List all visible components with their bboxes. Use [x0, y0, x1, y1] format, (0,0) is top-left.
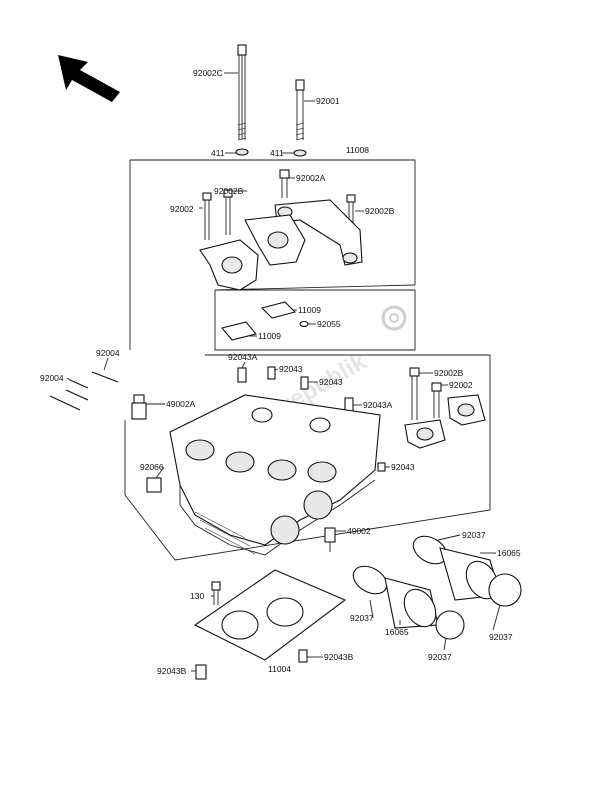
label-92002a-top: 92002A — [296, 173, 326, 183]
sensor-49002a — [131, 394, 147, 420]
cylinder-head-11001 — [169, 394, 381, 556]
head-gasket-11004 — [193, 569, 347, 661]
label-11004: 11004 — [268, 664, 291, 674]
label-92043-right: 92043 — [319, 377, 343, 387]
bolt-92002b-upper — [223, 189, 233, 235]
label-92002b-cap: 92002B — [434, 368, 464, 378]
head-assembly-frame — [124, 354, 491, 561]
label-92043a-left: 92043A — [228, 352, 258, 362]
leader-lines — [66, 72, 501, 672]
dowel-92043b-a — [298, 649, 308, 663]
bolt-92002a — [279, 169, 290, 198]
cap-92066 — [146, 477, 162, 493]
label-11009-lower: 11009 — [258, 331, 281, 341]
gasket-11009-lower — [221, 321, 257, 341]
label-92002-cap: 92002 — [449, 380, 473, 390]
label-92037-top: 92037 — [462, 530, 486, 540]
label-92066: 92066 — [140, 462, 164, 472]
plug-92043-a — [267, 366, 276, 380]
label-411-left: 411 — [211, 148, 225, 158]
gear-watermark-icon — [381, 305, 407, 331]
label-92004-top: 92004 — [96, 348, 120, 358]
label-11008: 11008 — [346, 145, 369, 155]
dowel-92043b-b — [195, 664, 207, 680]
label-92002b-right: 92002B — [365, 206, 395, 216]
label-92043b-left: 92043B — [157, 666, 187, 676]
stud-92004-a — [91, 371, 119, 383]
label-16065-left: 16065 — [385, 627, 409, 637]
label-92037-right: 92037 — [489, 632, 513, 642]
rocker-holder-center — [244, 214, 306, 266]
label-92004-left: 92004 — [40, 373, 64, 383]
carb-holder-16065-left — [352, 565, 465, 640]
label-92043a-right: 92043A — [363, 400, 393, 410]
stud-bolt-92002c — [235, 44, 249, 156]
label-49002: 49002 — [347, 526, 371, 536]
front-direction-arrow-icon — [58, 55, 120, 102]
bolt-92002-cap — [431, 382, 442, 418]
sensor-49002 — [324, 527, 336, 552]
rocker-assembly-frame — [129, 159, 416, 351]
bolt-130 — [211, 581, 221, 605]
carb-holder-16065-right — [412, 535, 522, 607]
label-92037-bottom: 92037 — [428, 652, 452, 662]
label-130: 130 — [190, 591, 204, 601]
plug-92043a — [237, 367, 247, 383]
label-92043b-right: 92043B — [324, 652, 354, 662]
bolt-92002b-cap — [409, 367, 420, 420]
label-92001: 92001 — [316, 96, 340, 106]
label-49002a: 49002A — [166, 399, 196, 409]
camshaft-cap-a — [404, 419, 446, 449]
plug-92043-c — [377, 462, 386, 472]
label-92055: 92055 — [317, 319, 341, 329]
label-11009-upper: 11009 — [298, 305, 321, 315]
label-92002-upper: 92002 — [170, 204, 194, 214]
label-16065-right: 16065 — [497, 548, 521, 558]
oring-92055 — [299, 320, 309, 328]
plug-92043-b — [300, 376, 309, 390]
label-92037-left: 92037 — [350, 613, 374, 623]
camshaft-cap-b — [447, 394, 486, 426]
label-92043-mid: 92043 — [279, 364, 303, 374]
stud-92004-b — [49, 379, 89, 411]
gasket-11009-upper — [260, 301, 297, 319]
label-92043-lower: 92043 — [391, 462, 415, 472]
label-92002c: 92002C — [193, 68, 223, 78]
label-92002b-upper: 92002B — [214, 186, 244, 196]
rocker-holder-left — [199, 239, 259, 291]
stud-bolt-92001 — [293, 79, 307, 157]
label-411-right: 411 — [270, 148, 284, 158]
bolt-92002-upper — [202, 192, 212, 240]
